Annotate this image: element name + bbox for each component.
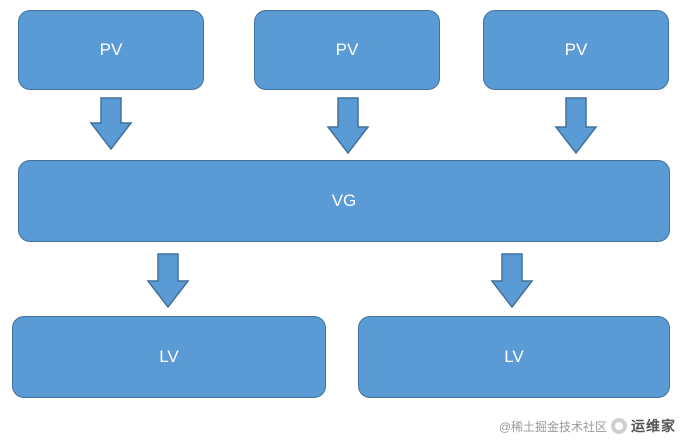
lv-box-2: LV	[358, 316, 670, 398]
lv-box-2-label: LV	[504, 347, 524, 366]
down-arrow-icon	[490, 253, 534, 309]
watermark-brand: 运维家	[631, 418, 676, 434]
pv-box-1: PV	[18, 10, 204, 90]
watermark: @稀土掘金技术社区 运维家	[499, 416, 676, 436]
down-arrow-icon	[89, 97, 133, 151]
lv-box-1: LV	[12, 316, 326, 398]
down-arrow-icon	[554, 97, 598, 155]
watermark-handle: @稀土掘金技术社区	[498, 419, 607, 434]
pv-box-2-label: PV	[335, 40, 359, 59]
pv-box-2: PV	[254, 10, 440, 90]
down-arrow-icon	[146, 253, 190, 309]
pv-box-3: PV	[483, 10, 669, 90]
wechat-logo-icon	[611, 418, 627, 434]
vg-box-label: VG	[331, 191, 357, 210]
lv-box-1-label: LV	[159, 347, 179, 366]
pv-box-1-label: PV	[99, 40, 123, 59]
vg-box: VG	[18, 160, 670, 242]
down-arrow-icon	[326, 97, 370, 155]
pv-box-3-label: PV	[564, 40, 588, 59]
